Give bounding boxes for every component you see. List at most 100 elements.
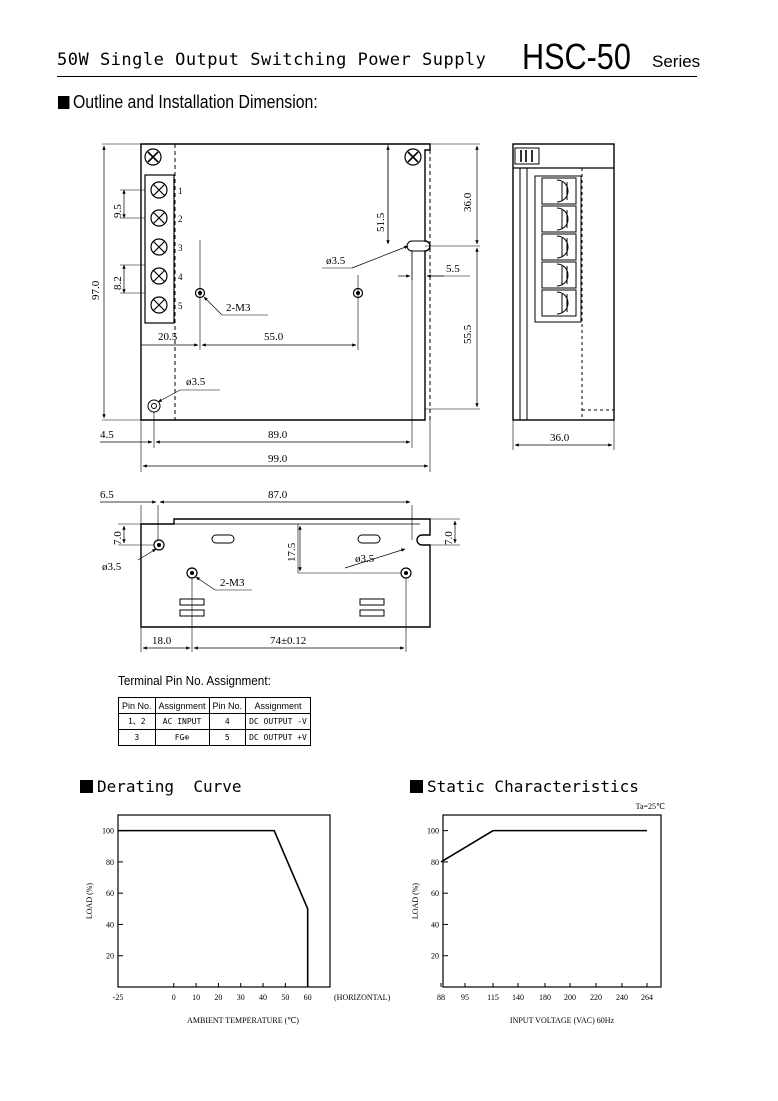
dim-pin-offset: 8.2 (112, 276, 124, 290)
static-y-tick-label: 40 (431, 920, 439, 929)
corner-screw-icon (404, 148, 422, 166)
dim-width: 99.0 (268, 453, 288, 465)
outline-heading: Outline and Installation Dimension: (58, 92, 318, 113)
table-cell: FG⊕ (154, 729, 210, 746)
static-x-tick-label: 240 (616, 993, 628, 1002)
side-terminal-block (534, 175, 582, 323)
hole-right-label: ø3.5 (355, 553, 375, 565)
table-cell: DC OUTPUT +V (245, 729, 311, 746)
dim-55-0: 55.0 (264, 331, 284, 343)
dim-depth: 36.0 (550, 432, 570, 444)
dim-4-5: 4.5 (100, 429, 114, 441)
derating-y-axis-label: LOAD (%) (85, 883, 94, 920)
derating-x-tick-label: 60 (304, 993, 312, 1002)
dim-20-5: 20.5 (158, 331, 178, 343)
derating-x-tick-label: 20 (214, 993, 222, 1002)
dim-36-0: 36.0 (462, 192, 474, 212)
dim-7-0-right: 7.0 (443, 531, 455, 545)
square-bullet-icon (410, 780, 423, 793)
table-row: 3 FG⊕ 5 DC OUTPUT +V (118, 729, 311, 746)
table-cell: AC INPUT (154, 713, 210, 730)
pin-label-5: 5 (178, 301, 183, 311)
hole-dia-corner-label: ø3.5 (186, 376, 206, 388)
table-cell: DC OUTPUT -V (245, 713, 311, 730)
derating-plot-frame (117, 814, 331, 988)
static-x-tick-label: 95 (461, 993, 469, 1002)
static-x-tick-label: 180 (539, 993, 551, 1002)
static-y-tick-label: 60 (431, 889, 439, 898)
static-x-tick-label: 115 (487, 993, 499, 1002)
page-title: 50W Single Output Switching Power Supply (57, 50, 487, 70)
series-label: Series (652, 52, 701, 71)
square-bullet-icon (58, 96, 70, 109)
table-cell: 1、2 (118, 713, 156, 730)
static-y-tick-label: 80 (431, 858, 439, 867)
derating-y-tick-label: 20 (106, 952, 114, 961)
static-y-tick-label: 20 (431, 952, 439, 961)
dim-55-5: 55.5 (462, 324, 474, 344)
dim-slot-offset: 5.5 (446, 263, 460, 275)
static-heading: Static Characteristics (410, 777, 639, 796)
static-x-tick-label: 264 (641, 993, 653, 1002)
dim-pitch: 9.5 (112, 204, 124, 218)
derating-x-tick-label: 0 (172, 993, 176, 1002)
static-series-line (440, 829, 647, 863)
dim-74: 74±0.12 (270, 635, 306, 647)
dim-89-0: 89.0 (268, 429, 288, 441)
model-number: HSC-50 (522, 36, 631, 77)
derating-x-note: (HORIZONTAL) (334, 993, 391, 1002)
static-x-axis-label: INPUT VOLTAGE (VAC) 60Hz (510, 1016, 615, 1025)
static-x-tick-label: 200 (564, 993, 576, 1002)
static-x-tick-label: 88 (437, 993, 445, 1002)
static-plot-frame (442, 814, 662, 988)
pin-label-3: 3 (178, 243, 183, 253)
screw-label: 2-M3 (226, 302, 251, 314)
static-y-axis-label: LOAD (%) (411, 883, 420, 920)
corner-screw-icon (144, 148, 162, 166)
bottom-view-body (140, 518, 431, 628)
derating-series-line (118, 829, 309, 987)
terminal-block (144, 174, 175, 324)
dim-51-5: 51.5 (375, 212, 387, 232)
hole-left-label: ø3.5 (102, 561, 122, 573)
table-row: 1、2 AC INPUT 4 DC OUTPUT -V (118, 713, 311, 730)
derating-y-tick-label: 40 (106, 920, 114, 929)
derating-x-tick-label: 50 (281, 993, 289, 1002)
dim-height: 97.0 (90, 280, 102, 300)
derating-y-tick-label: 80 (106, 858, 114, 867)
pin-assignment-table: Pin No. Assignment Pin No. Assignment 1、… (118, 697, 311, 746)
derating-x-tick-label: 40 (259, 993, 267, 1002)
side-view-body (512, 143, 615, 421)
pin-label-4: 4 (178, 272, 183, 282)
table-cell: 3 (118, 729, 156, 746)
dim-7-0-left: 7.0 (112, 531, 124, 545)
static-x-tick-label: 220 (590, 993, 602, 1002)
terminal-screws (150, 181, 168, 314)
header-cell: Pin No. (118, 697, 156, 714)
derating-y-tick-label: 60 (106, 889, 114, 898)
derating-heading: Derating Curve (80, 777, 242, 796)
header-cell: Assignment (154, 697, 210, 714)
static-annotation: Ta=25℃ (636, 802, 665, 811)
dim-17-5: 17.5 (286, 542, 298, 562)
pin-label-1: 1 (178, 186, 183, 196)
square-bullet-icon (80, 780, 93, 793)
static-heading-text: Static Characteristics (427, 777, 639, 796)
static-x-tick-label: 140 (512, 993, 524, 1002)
hole-dia-label: ø3.5 (326, 255, 346, 267)
outline-heading-text: Outline and Installation Dimension: (72, 92, 318, 112)
static-y-tick-label: 100 (427, 827, 439, 836)
pin-label-2: 2 (178, 214, 183, 224)
outline-drawing: 1 2 3 4 5 9.5 8.2 97.0 51.5 36.0 55.5 ø3… (90, 143, 615, 652)
bottom-screw-label: 2-M3 (220, 577, 245, 589)
derating-heading-text: Derating Curve (97, 777, 242, 796)
header-rule (57, 76, 697, 77)
derating-y-tick-label: 100 (102, 827, 114, 836)
top-view-body (140, 143, 431, 421)
table-header-row: Pin No. Assignment Pin No. Assignment (118, 697, 311, 714)
table-cell: 4 (208, 713, 247, 730)
header-cell: Assignment (245, 697, 311, 714)
header-cell: Pin No. (208, 697, 247, 714)
derating-x-tick-label: -25 (113, 993, 124, 1002)
